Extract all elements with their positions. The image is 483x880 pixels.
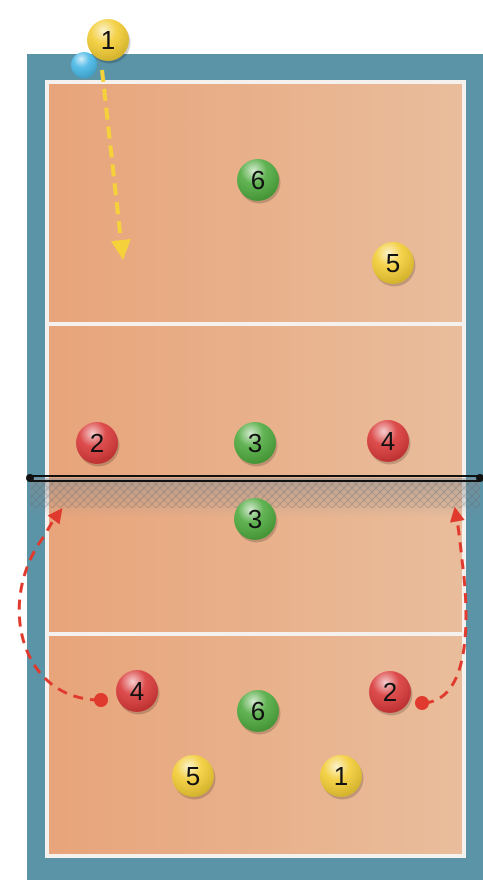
court-boundary-line <box>45 80 466 858</box>
player-token-back-left-4: 4 <box>116 670 160 715</box>
player-gloss <box>76 422 118 464</box>
player-number: 3 <box>248 504 262 534</box>
court-lines <box>45 80 466 858</box>
player-number: 6 <box>251 696 265 726</box>
player-token-front-mid-3: 3 <box>234 422 278 467</box>
player-gloss <box>234 422 276 464</box>
player-gloss <box>237 690 279 732</box>
player-token-top-6: 6 <box>237 159 281 204</box>
player-gloss <box>367 420 409 462</box>
player-gloss <box>116 670 158 712</box>
players-layer: 1 6 5 2 3 4 3 4 6 2 5 1 <box>76 19 416 800</box>
player-gloss <box>320 755 362 797</box>
player-gloss <box>234 498 276 540</box>
move-start-dot-left <box>94 693 108 707</box>
player-token-front-right-4: 4 <box>367 420 411 465</box>
player-number: 1 <box>334 761 348 791</box>
player-gloss <box>87 19 129 61</box>
player-token-blocker-3: 3 <box>234 498 278 543</box>
net-post-left <box>26 474 34 482</box>
move-right-dashed-arrow-icon <box>423 506 468 705</box>
net-post-right <box>476 474 483 482</box>
player-token-back-left-5: 5 <box>172 755 216 800</box>
player-number: 3 <box>248 428 262 458</box>
player-gloss <box>172 755 214 797</box>
serve-dashed-arrow-icon <box>100 69 131 260</box>
player-gloss <box>369 671 411 713</box>
player-number: 2 <box>90 428 104 458</box>
volleyball-icon <box>71 52 97 78</box>
player-gloss <box>372 242 414 284</box>
player-number: 4 <box>381 426 395 456</box>
player-number: 5 <box>386 248 400 278</box>
player-token-server-1: 1 <box>87 19 131 64</box>
player-token-back-mid-6: 6 <box>237 690 281 735</box>
player-number: 2 <box>383 677 397 707</box>
player-number: 5 <box>186 761 200 791</box>
player-token-front-left-2: 2 <box>76 422 120 467</box>
player-token-back-right-2: 2 <box>369 671 413 716</box>
player-gloss <box>237 159 279 201</box>
player-token-back-right-1: 1 <box>320 755 364 800</box>
player-token-top-5: 5 <box>372 242 416 287</box>
move-start-dot-right <box>415 696 429 710</box>
player-number: 6 <box>251 165 265 195</box>
net <box>26 474 483 482</box>
player-number: 4 <box>130 676 144 706</box>
player-number: 1 <box>101 25 115 55</box>
